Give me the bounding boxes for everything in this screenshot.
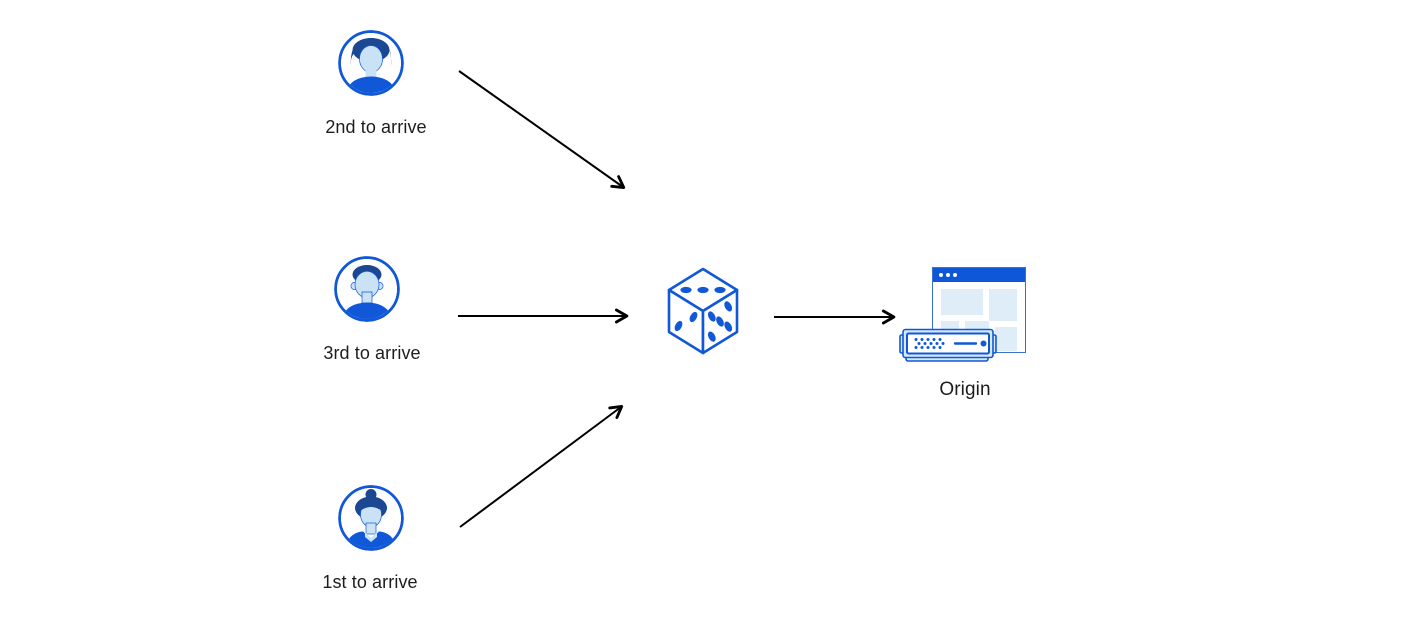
client-1st-label: 1st to arrive — [322, 572, 418, 592]
male-avatar-swept-hair-icon — [338, 30, 404, 96]
origin-label: Origin — [939, 379, 991, 400]
window-content-block — [995, 327, 1017, 351]
browser-titlebar — [933, 268, 1025, 282]
dice-icon — [667, 267, 739, 355]
titlebar-dot — [946, 273, 950, 277]
client-3rd-label: 3rd to arrive — [323, 343, 421, 363]
server-dot-matrix — [914, 338, 945, 349]
origin-server-icon — [899, 328, 997, 362]
titlebar-dot — [953, 273, 957, 277]
titlebar-dot — [939, 273, 943, 277]
male-avatar-short-hair-icon — [334, 256, 400, 322]
client-2nd-label: 2nd to arrive — [325, 117, 427, 137]
window-content-block — [941, 289, 983, 315]
female-avatar-bun-icon — [338, 485, 404, 551]
window-content-block — [989, 289, 1017, 321]
arrow-client-1st-to-dice — [459, 405, 624, 528]
arrow-client-2nd-to-dice — [458, 70, 626, 189]
